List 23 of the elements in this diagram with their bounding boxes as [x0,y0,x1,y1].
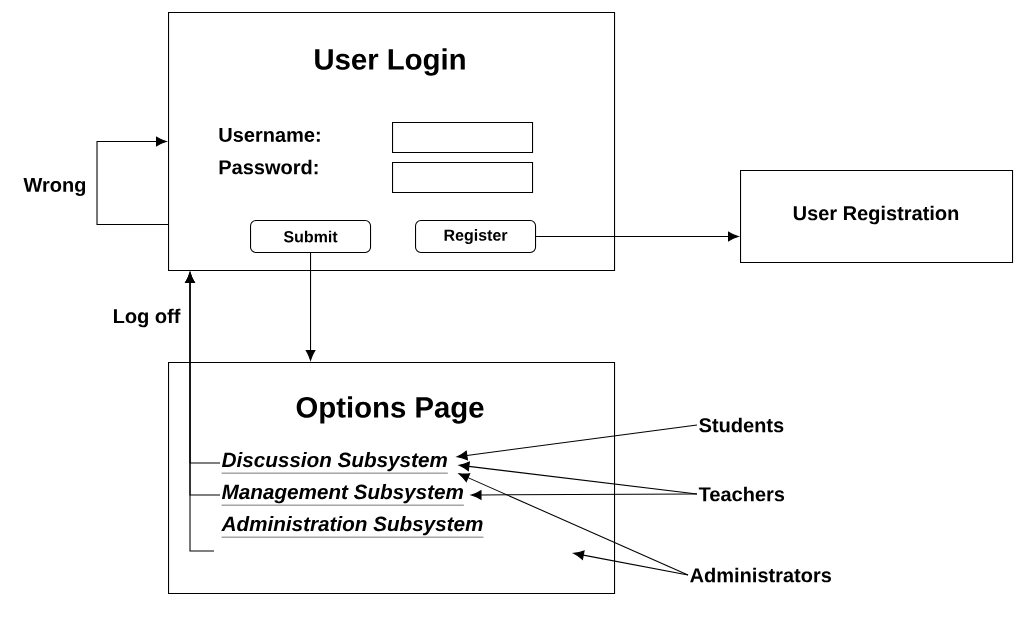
input-field [392,162,534,194]
field-label: Username: [219,128,320,142]
arrow [96,136,169,225]
page-box: User Registration [740,170,1014,264]
button: Register [415,220,537,254]
arrow [456,424,698,461]
actor-label: Students [699,417,784,433]
arrow [458,473,689,576]
arrow [535,231,739,242]
link-text: Management Subsystem [221,484,465,506]
arrow [573,550,689,576]
arrow [305,252,316,361]
edge-label: Wrong [22,176,88,198]
actor-label: Administrators [690,567,831,583]
arrow [470,490,698,500]
button: Submit [250,220,372,254]
edge-label: Log off [111,307,182,329]
field-label: Password: [219,159,318,175]
link-text: Administration Subsystem [221,516,484,538]
link-text: Discussion Subsystem [221,452,449,474]
actor-label: Teachers [698,486,785,502]
arrow [185,272,215,552]
input-field [392,122,534,154]
